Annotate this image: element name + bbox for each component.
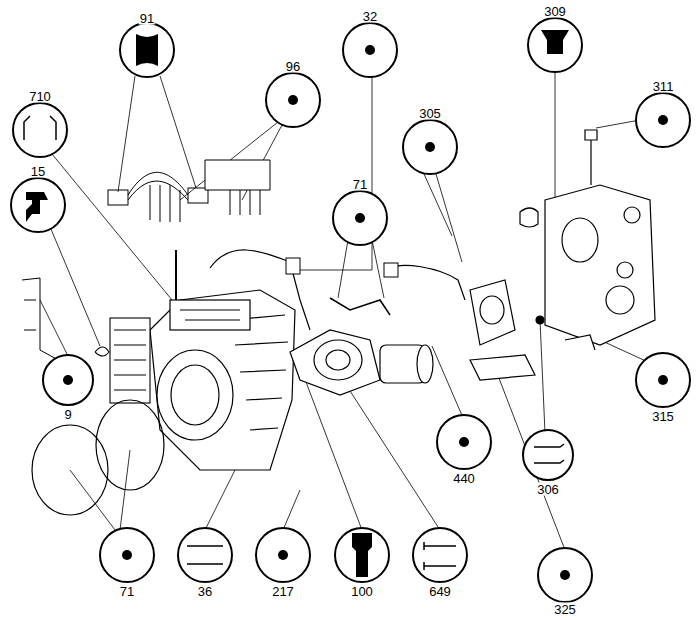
wire-harness [388, 265, 465, 300]
callout-number: 306 [536, 483, 560, 496]
callout-number: 649 [428, 585, 452, 598]
callout-number: 100 [350, 585, 374, 598]
callout-number: 15 [30, 165, 46, 178]
converter-housing [290, 330, 380, 395]
pump-assembly [380, 280, 535, 383]
callout-circles [11, 18, 690, 602]
solenoid-harness [108, 160, 270, 222]
callout-number: 71 [119, 585, 135, 598]
bracket [330, 298, 390, 315]
valve-body [95, 318, 150, 403]
connector [286, 258, 300, 274]
callout-number: 309 [543, 5, 567, 18]
callout-number: 305 [418, 107, 442, 120]
callout-number: 440 [452, 472, 476, 485]
callout-number: 36 [197, 585, 213, 598]
case-cover [520, 130, 655, 350]
callout-number: 217 [271, 585, 295, 598]
connector [384, 263, 398, 277]
callout-icons [24, 116, 564, 570]
callout-number: 325 [553, 603, 577, 616]
callout-number: 9 [63, 408, 72, 421]
callout-number: 710 [28, 90, 52, 103]
callout-number: 311 [652, 80, 675, 93]
callout-number: 71 [352, 178, 368, 191]
gasket-ring [96, 400, 164, 490]
callout-number: 315 [651, 410, 675, 423]
callout-icons [26, 30, 668, 580]
callout-number: 32 [362, 10, 378, 23]
wire-harness [210, 250, 310, 330]
transmission-case [150, 250, 295, 470]
callout-number: 96 [285, 60, 301, 73]
callout-number: 91 [139, 12, 155, 25]
